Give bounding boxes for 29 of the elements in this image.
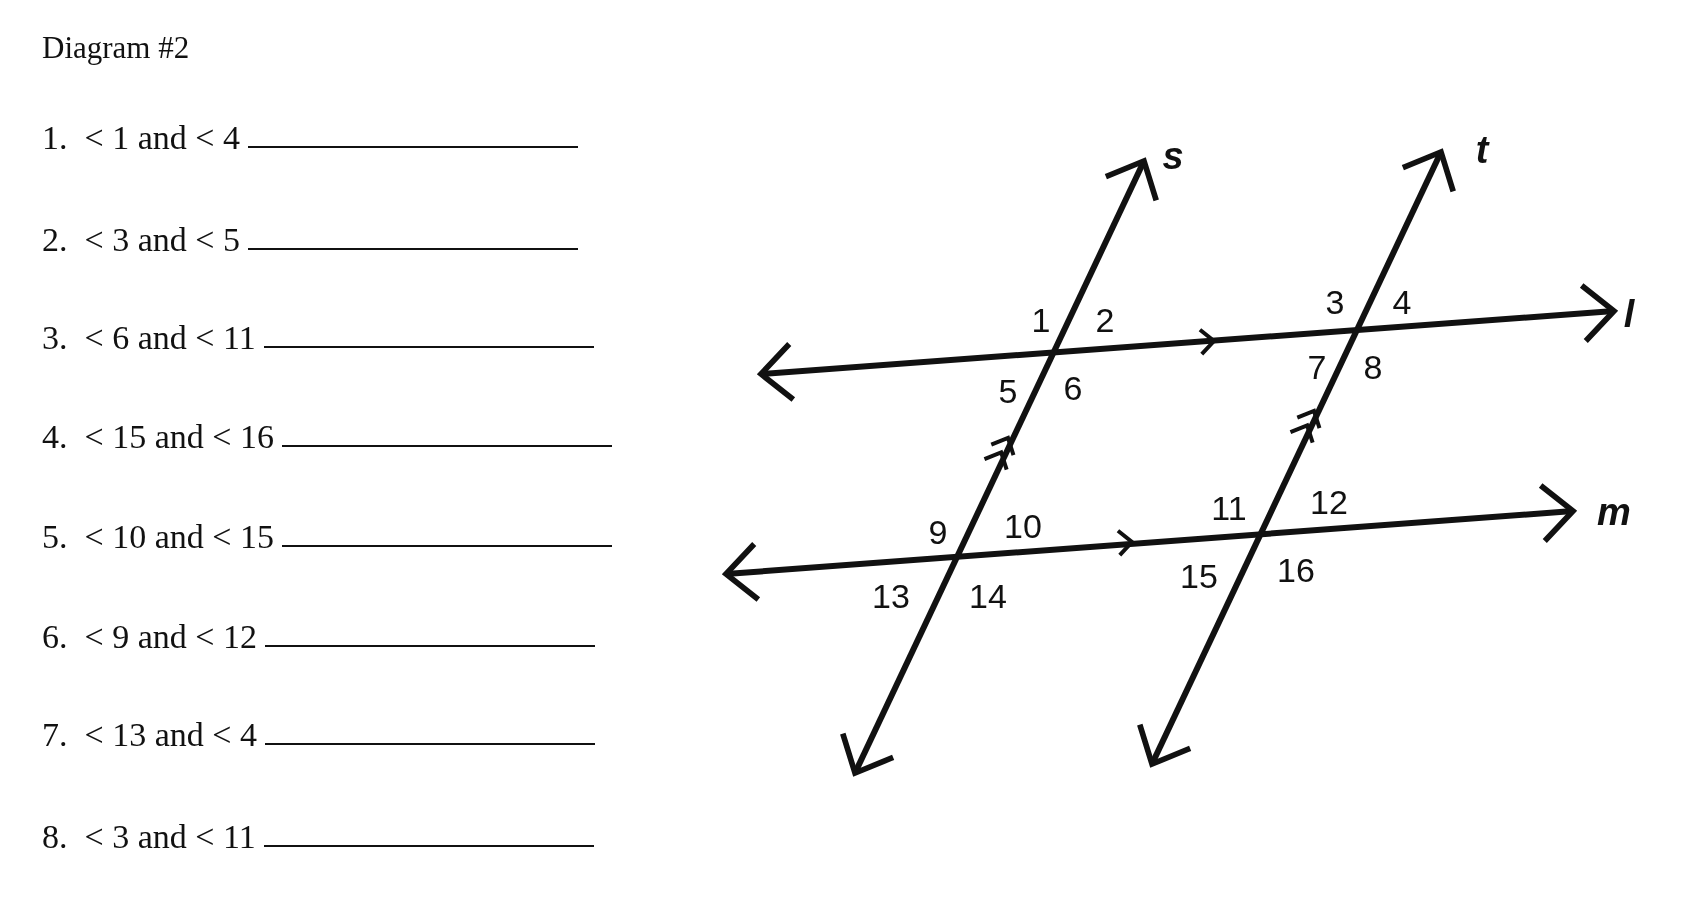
angle-number: 7: [1307, 350, 1327, 384]
angle-number: 1: [1031, 303, 1051, 337]
question-text: 3. < 6 and < 11: [42, 319, 256, 357]
line-name: m: [1597, 493, 1631, 531]
angle-number: 4: [1392, 285, 1412, 319]
question-text: 1. < 1 and < 4: [42, 119, 240, 157]
angle-number: 3: [1325, 285, 1345, 319]
angle-number: 13: [872, 579, 910, 613]
question-text: 5. < 10 and < 15: [42, 518, 274, 556]
question-text: 6. < 9 and < 12: [42, 618, 257, 656]
angle-number: 9: [928, 515, 948, 549]
question-text: 4. < 15 and < 16: [42, 418, 274, 456]
line-name: s: [1162, 137, 1184, 175]
question-text: 7. < 13 and < 4: [42, 716, 257, 754]
question-text: 2. < 3 and < 5: [42, 221, 240, 259]
angle-number: 15: [1180, 559, 1218, 593]
angle-number: 5: [998, 374, 1018, 408]
angle-number: 11: [1211, 491, 1247, 525]
angle-number: 6: [1063, 371, 1083, 405]
line-name: l: [1623, 295, 1635, 333]
angle-number: 14: [969, 579, 1007, 613]
angle-number: 2: [1095, 303, 1115, 337]
angle-number: 16: [1277, 553, 1315, 587]
line-name: t: [1475, 131, 1489, 169]
angle-number: 8: [1363, 350, 1383, 384]
angle-number: 12: [1310, 485, 1348, 519]
angle-number: 10: [1004, 509, 1042, 543]
question-text: 8. < 3 and < 11: [42, 818, 256, 856]
title: Diagram #2: [42, 30, 190, 66]
